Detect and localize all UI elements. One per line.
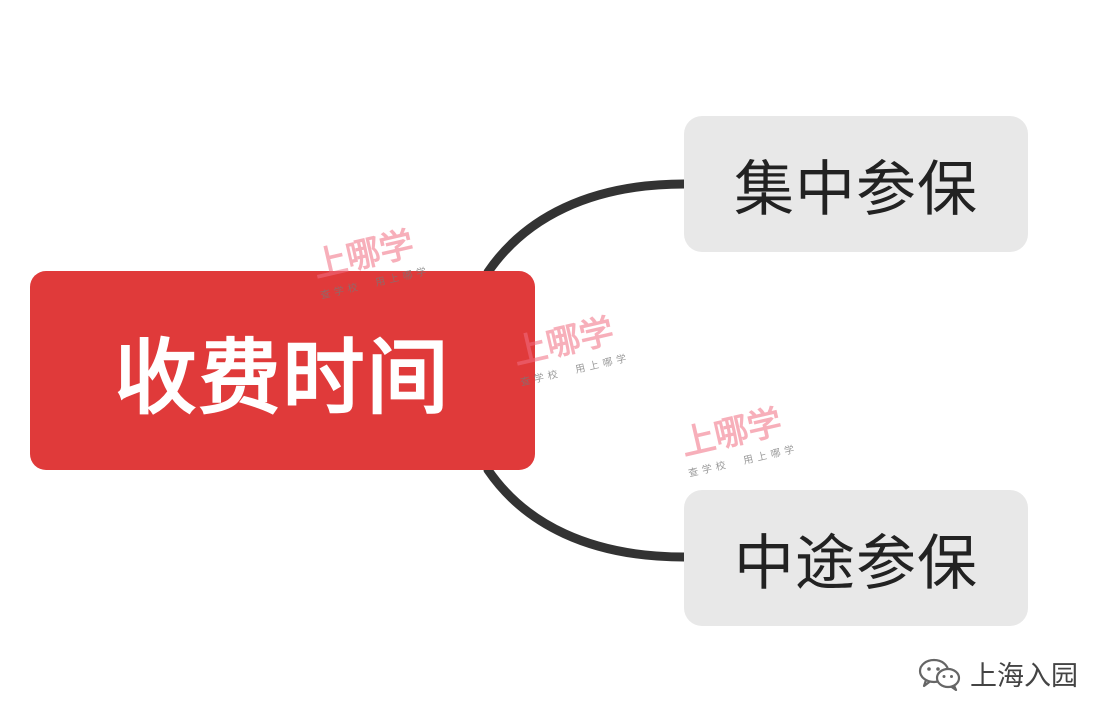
connector-to-child-2: [483, 465, 689, 562]
connector-to-child-1: [483, 179, 689, 277]
child-node-2: 中途参保: [684, 490, 1028, 626]
wechat-icon: [918, 657, 962, 691]
signature-text: 上海入园: [970, 661, 1078, 692]
account-signature: 上海入园: [918, 654, 1078, 693]
child-label-2: 中途参保: [734, 528, 978, 599]
child-label-1: 集中参保: [734, 154, 978, 225]
root-node: 收费时间: [30, 271, 535, 470]
child-node-1: 集中参保: [684, 116, 1028, 252]
root-label: 收费时间: [114, 331, 451, 426]
